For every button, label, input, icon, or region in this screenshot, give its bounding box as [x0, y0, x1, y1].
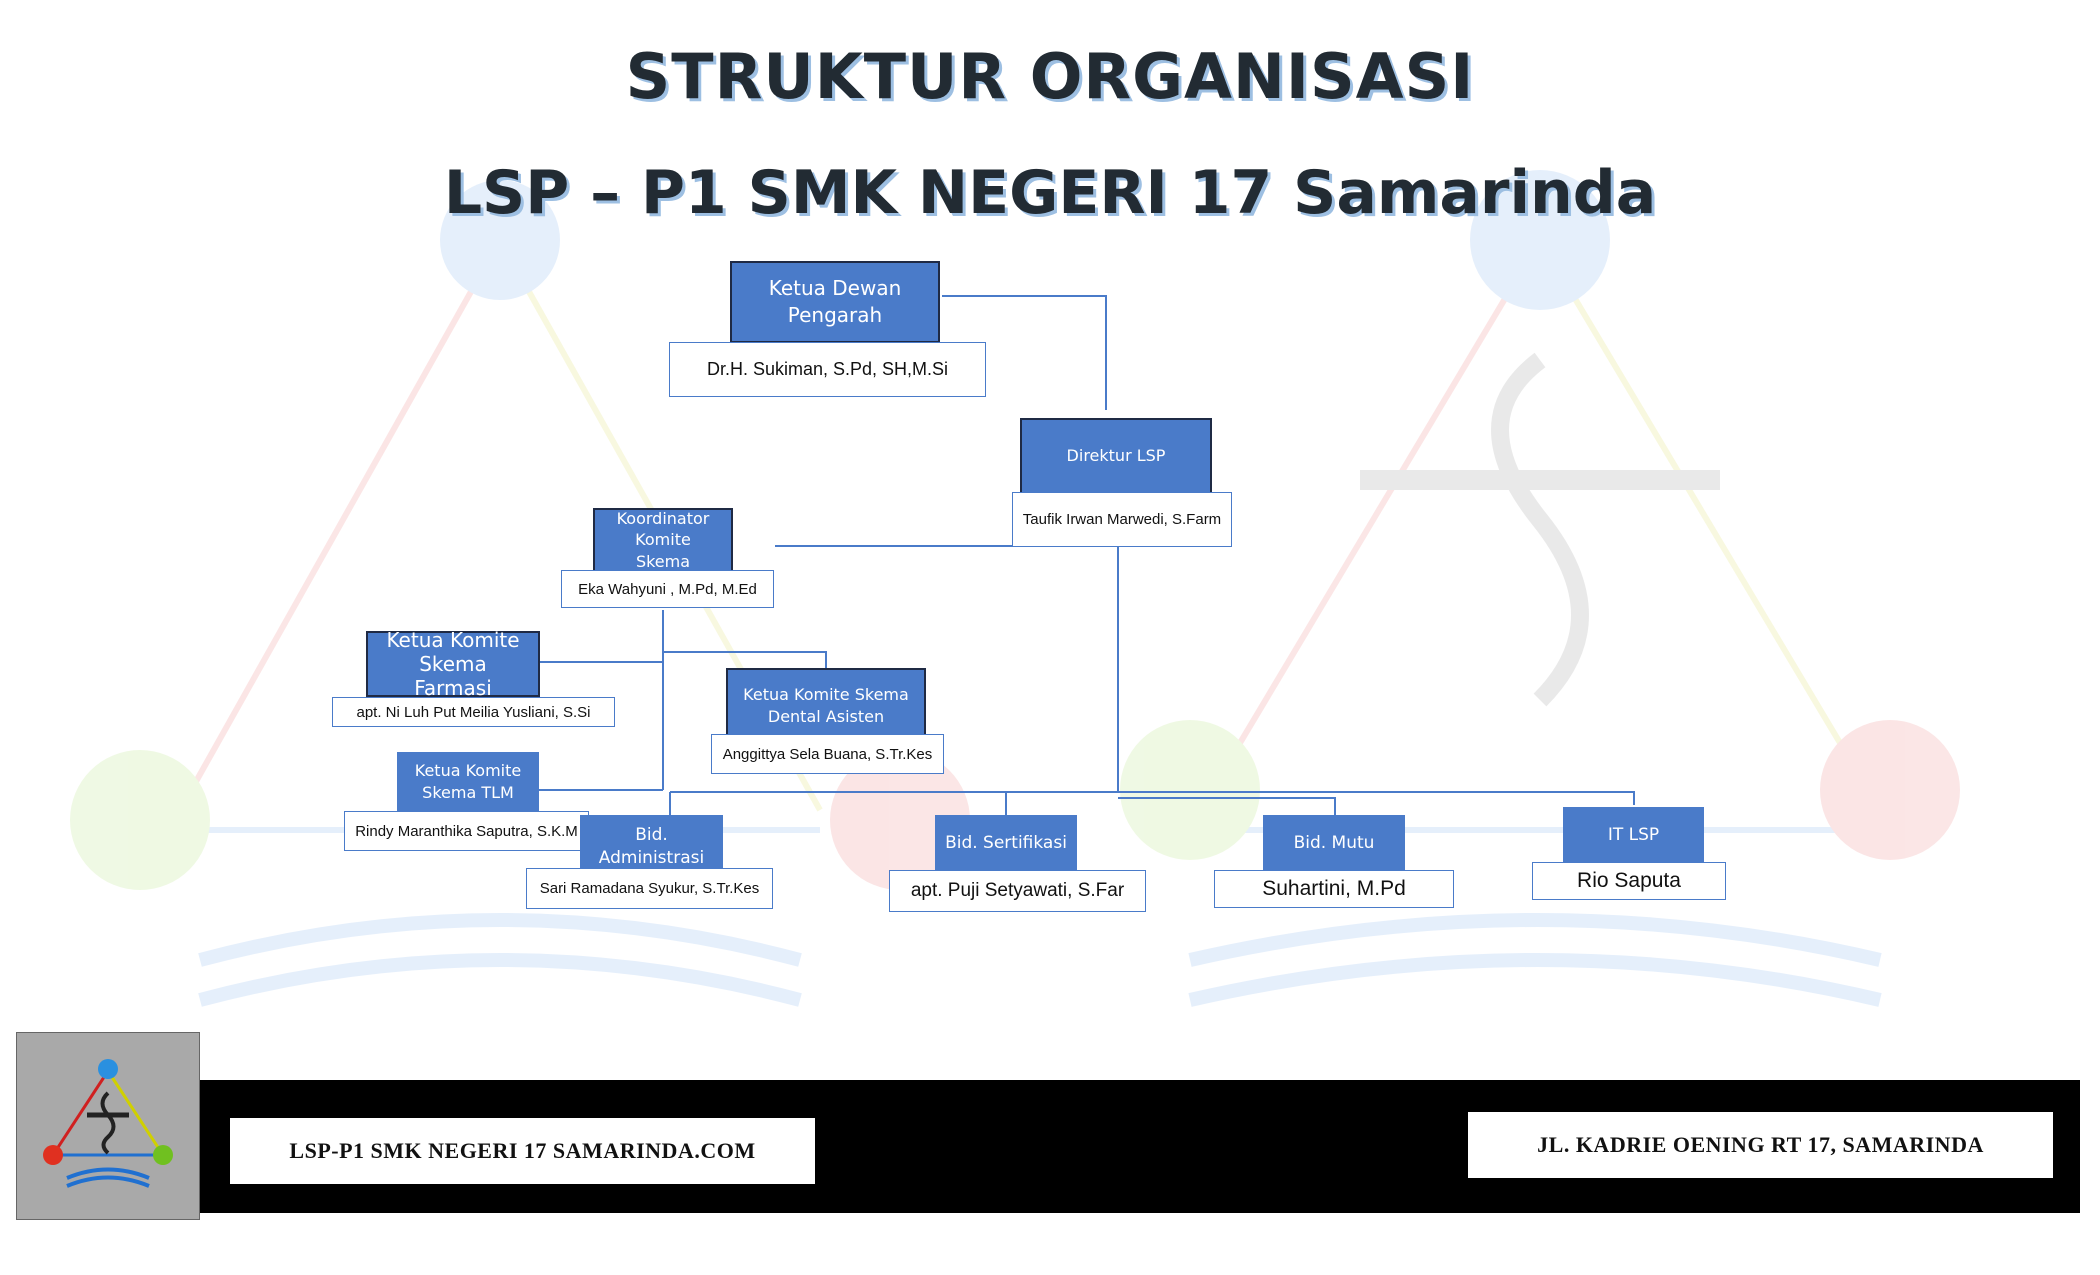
sertifikasi-name: apt. Puji Setyawati, S.Far — [889, 870, 1146, 912]
it-name: Rio Saputa — [1532, 862, 1726, 900]
administrasi-role: Bid. Administrasi — [580, 815, 723, 869]
logo-emblem-icon — [43, 1059, 173, 1188]
tlm-role: Ketua Komite Skema TLM — [397, 752, 539, 812]
farmasi-name: apt. Ni Luh Put Meilia Yusliani, S.Si — [332, 697, 615, 727]
sertifikasi-role: Bid. Sertifikasi — [935, 815, 1077, 871]
administrasi-name: Sari Ramadana Syukur, S.Tr.Kes — [526, 868, 773, 909]
tlm-name: Rindy Maranthika Saputra, S.K.M — [344, 811, 589, 851]
koordinator-role: Koordinator Komite Skema — [593, 508, 733, 572]
mutu-name: Suhartini, M.Pd — [1214, 870, 1454, 908]
farmasi-role: Ketua Komite Skema Farmasi — [366, 628, 540, 700]
page-title: STRUKTUR ORGANISASI — [625, 40, 1475, 113]
footer-address: JL. KADRIE OENING RT 17, SAMARINDA — [1468, 1112, 2053, 1178]
ketua-dewan-role: Ketua Dewan Pengarah — [730, 261, 940, 343]
ketua-dewan-name: Dr.H. Sukiman, S.Pd, SH,M.Si — [669, 342, 986, 397]
page-subtitle: LSP – P1 SMK NEGERI 17 Samarinda — [443, 158, 1657, 228]
koordinator-name: Eka Wahyuni , M.Pd, M.Ed — [561, 570, 774, 608]
dental-role: Ketua Komite Skema Dental Asisten — [726, 668, 926, 736]
mutu-role: Bid. Mutu — [1263, 815, 1405, 871]
direktur-role: Direktur LSP — [1020, 418, 1212, 494]
direktur-name: Taufik Irwan Marwedi, S.Farm — [1012, 492, 1232, 547]
footer-website: LSP-P1 SMK NEGERI 17 SAMARINDA.COM — [230, 1118, 815, 1184]
it-role: IT LSP — [1563, 807, 1704, 863]
school-logo — [16, 1032, 200, 1220]
dental-name: Anggittya Sela Buana, S.Tr.Kes — [711, 734, 944, 774]
